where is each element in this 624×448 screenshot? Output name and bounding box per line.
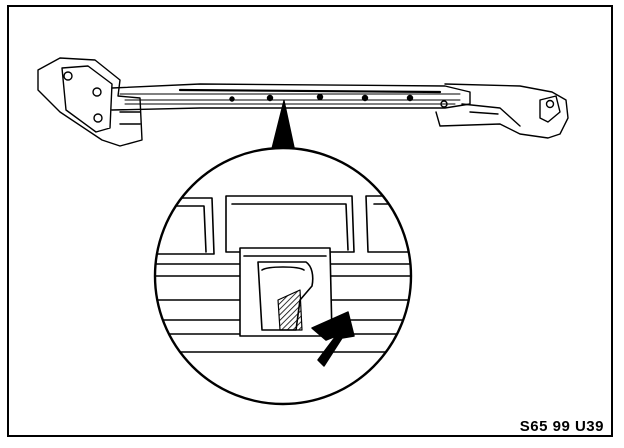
right-end-piece	[435, 83, 569, 139]
rail-assembly	[37, 57, 569, 147]
figure-reference-code: S65 99 U39	[519, 418, 604, 435]
detail-view	[155, 195, 411, 353]
left-bracket	[37, 57, 143, 147]
rail-body	[111, 83, 471, 111]
arrow-pointer-icon	[311, 311, 355, 367]
